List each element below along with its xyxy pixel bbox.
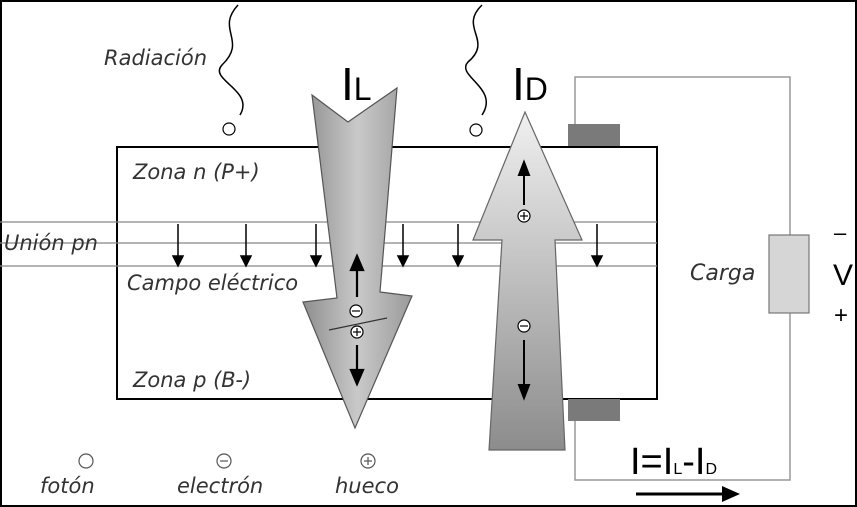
dark-current-arrow	[472, 110, 583, 451]
load-resistor	[768, 234, 810, 314]
legend-hole-icon	[360, 453, 376, 469]
light-current-label: IL	[341, 58, 372, 110]
photon-icon	[469, 123, 483, 137]
legend-photon-icon	[78, 453, 94, 469]
dark-current-label: ID	[512, 58, 548, 110]
hole-icon	[350, 325, 364, 339]
zone-p-label: Zona p (B-)	[132, 368, 251, 392]
external-circuit	[574, 76, 791, 481]
bottom-contact	[568, 399, 620, 421]
carrier-arrows-light	[349, 253, 365, 387]
minus-terminal: –	[834, 220, 847, 245]
electric-field-arrows	[171, 224, 604, 268]
electron-icon	[517, 319, 531, 333]
plus-terminal: +	[834, 302, 848, 329]
top-contact	[568, 124, 620, 146]
photon-icon	[222, 122, 236, 136]
photon-path-right	[464, 4, 487, 116]
recombination-line	[328, 317, 388, 331]
current-equation: I=IL-ID	[630, 441, 717, 483]
radiation-label: Radiación	[104, 46, 207, 70]
legend-hole-label: hueco	[335, 474, 399, 498]
electric-field-label: Campo eléctrico	[127, 271, 298, 295]
current-direction-arrowhead-icon	[722, 486, 740, 502]
electron-icon	[349, 304, 363, 318]
load-label: Carga	[690, 261, 755, 286]
legend-photon-label: fotón	[40, 474, 95, 498]
carrier-arrows-dark	[517, 159, 531, 401]
legend-electron-icon	[216, 453, 232, 469]
legend-electron-label: electrón	[177, 474, 263, 498]
hole-icon	[517, 209, 531, 223]
voltage-label: V	[833, 259, 853, 292]
photon-path-left	[218, 4, 244, 116]
junction-label: Unión pn	[4, 231, 98, 255]
zone-n-label: Zona n (P+)	[132, 160, 260, 184]
